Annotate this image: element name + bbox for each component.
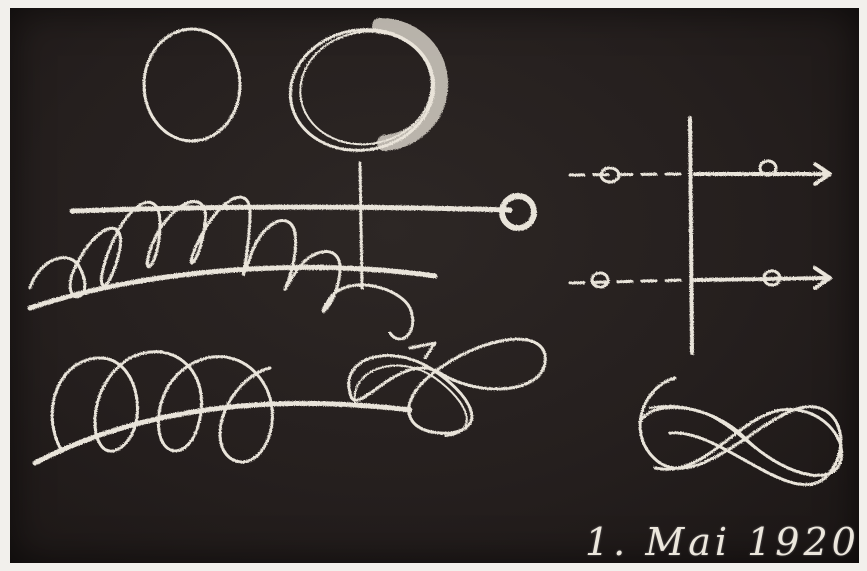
circle-drawing (144, 29, 240, 141)
smudged-loop-drawing (281, 18, 444, 161)
chalk-drawings (10, 8, 859, 563)
date-caption: 1. Mai 1920. (585, 520, 859, 563)
chalkboard: 1. Mai 1920. (10, 8, 859, 563)
lower-arc (35, 403, 410, 463)
lemniscate-drawing (640, 378, 842, 485)
figure-eight-drawing (349, 339, 546, 436)
axis-diagram (570, 118, 830, 353)
